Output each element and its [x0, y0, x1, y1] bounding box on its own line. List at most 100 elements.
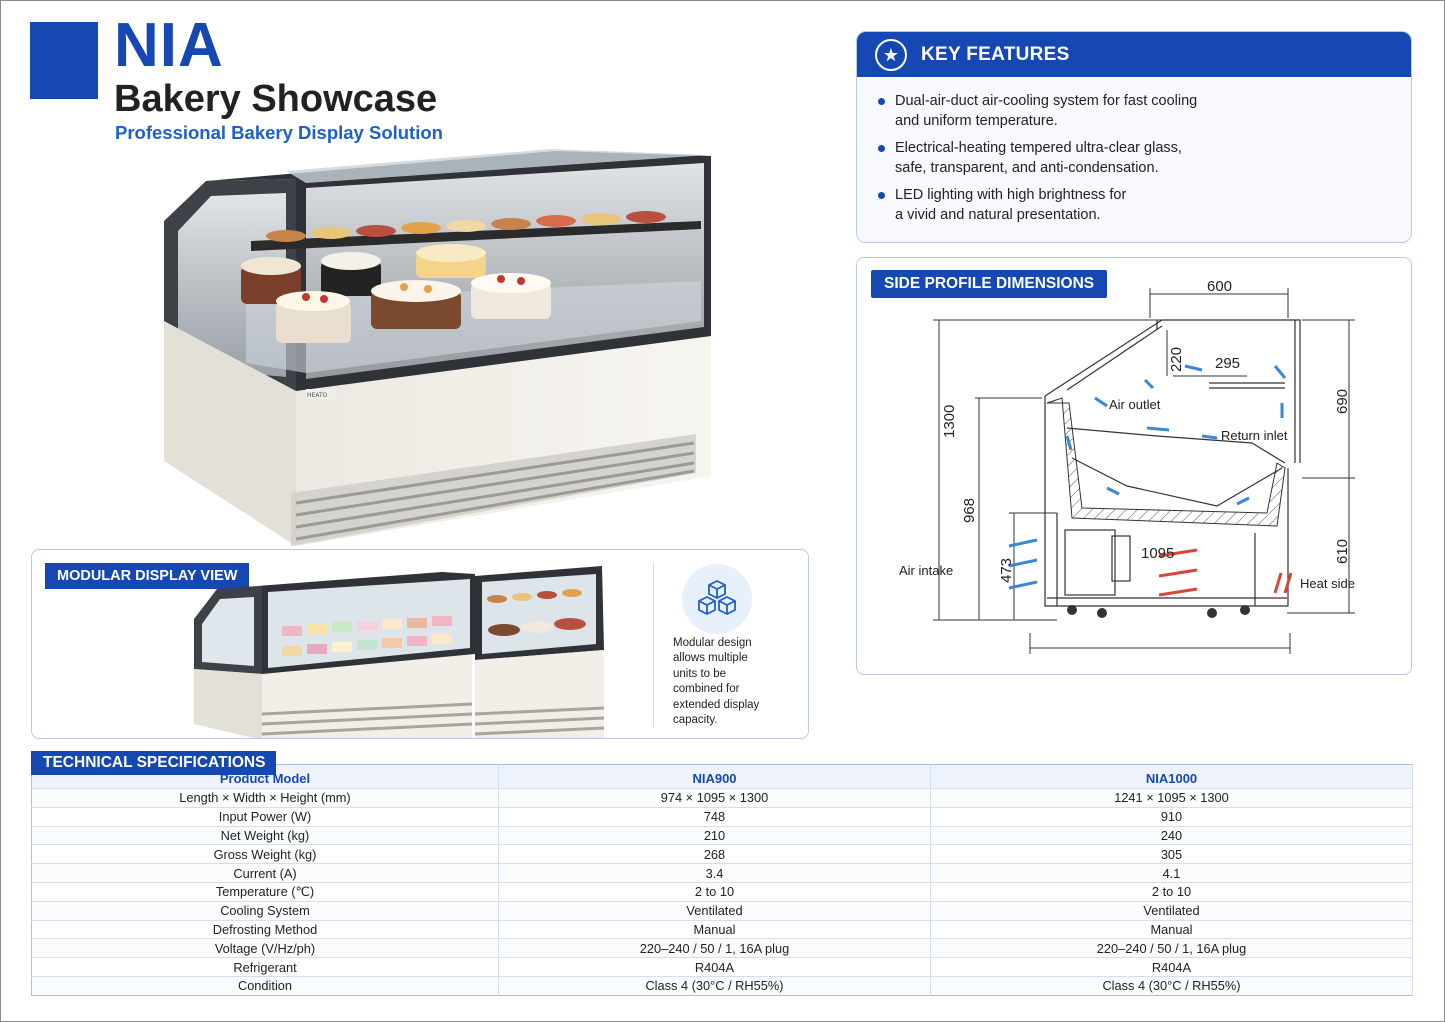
product-subtitle: Bakery Showcase [114, 78, 438, 120]
hero-brand-label: HEATO [307, 392, 328, 399]
dim-intake-height: 473 [998, 558, 1015, 583]
spec-value: 3.4 [498, 863, 931, 883]
brand-color-block [30, 22, 98, 99]
modular-display-title: MODULAR DISPLAY VIEW [45, 563, 250, 589]
spec-label: Gross Weight (kg) [31, 844, 499, 864]
feature-line: Dual-air-duct air-cooling system for fas… [895, 93, 1198, 109]
specs-header-cell: NIA1000 [930, 764, 1413, 789]
spec-value: Class 4 (30°C / RH55%) [498, 975, 931, 996]
table-row: Cooling System Ventilated Ventilated [31, 900, 1413, 921]
cubes-icon-graphic [698, 580, 736, 615]
spec-label: Length × Width × Height (mm) [31, 788, 499, 808]
spec-label: Current (A) [31, 863, 499, 883]
spec-value: 2 to 10 [930, 881, 1413, 902]
cake-row [241, 244, 551, 343]
spec-label: Condition [31, 975, 499, 996]
spec-value: 220–240 / 50 / 1, 16A plug [498, 938, 931, 958]
table-row: Refrigerant R404A R404A [31, 957, 1413, 977]
spec-value: R404A [498, 957, 931, 977]
spec-label: Refrigerant [31, 957, 499, 977]
feature-line: LED lighting with high brightness for [895, 187, 1127, 203]
modular-line: extended display [673, 698, 760, 711]
label-return-inlet: Return inlet [1221, 428, 1288, 443]
cake-trays [487, 589, 586, 636]
side-profile-diagram: 600 295 1095 1300 968 473 220 690 610 Ai… [899, 278, 1355, 654]
key-features-panel: ★ KEY FEATURES Dual-air-duct air-cooling… [856, 31, 1412, 243]
dim-shelf-depth: 295 [1215, 355, 1240, 372]
spec-label: Cooling System [31, 900, 499, 921]
product-tagline: Professional Bakery Display Solution [115, 122, 443, 143]
feature-line: and uniform temperature. [895, 113, 1058, 129]
spec-value: 2 to 10 [498, 881, 931, 902]
specs-header-cell: NIA900 [498, 764, 931, 789]
feature-line: Electrical-heating tempered ultra-clear … [895, 140, 1182, 156]
dim-upper-height: 690 [1334, 389, 1351, 414]
cubes-icon [682, 564, 752, 634]
modular-line: allows multiple [673, 652, 748, 665]
feature-line: a vivid and natural presentation. [895, 207, 1101, 223]
spec-value: 268 [498, 844, 931, 864]
key-features-list: Dual-air-duct air-cooling system for fas… [877, 91, 1397, 232]
modular-display-panel: MODULAR DISPLAY VIEW [31, 549, 809, 739]
pastry-row [266, 211, 666, 242]
modular-description: Modular design allows multiple units to … [673, 636, 785, 728]
spec-value: 210 [498, 825, 931, 845]
hero-showcase-image: HEATO [164, 149, 711, 546]
spec-value: R404A [930, 957, 1413, 977]
spec-value: Manual [930, 919, 1413, 939]
table-row: Length × Width × Height (mm) 974 × 1095 … [31, 788, 1413, 808]
spec-value: 305 [930, 844, 1413, 864]
dim-top-width: 600 [1207, 278, 1232, 295]
spec-value: Ventilated [498, 900, 931, 921]
side-profile-title: SIDE PROFILE DIMENSIONS [871, 270, 1108, 298]
spec-value: 4.1 [930, 863, 1413, 883]
modular-line: capacity. [673, 714, 718, 727]
spec-value: 910 [930, 806, 1413, 827]
table-row: Input Power (W) 748 910 [31, 806, 1413, 827]
key-features-header: ★ KEY FEATURES [857, 32, 1411, 77]
spec-value: 220–240 / 50 / 1, 16A plug [930, 938, 1413, 958]
specs-title: TECHNICAL SPECIFICATIONS [31, 751, 277, 775]
modular-line: units to be [673, 667, 727, 680]
feature-item: Dual-air-duct air-cooling system for fas… [877, 91, 1397, 131]
spec-label: Temperature (℃) [31, 881, 499, 902]
spec-value: Manual [498, 919, 931, 939]
table-row: Temperature (℃) 2 to 10 2 to 10 [31, 881, 1413, 902]
dim-lower-height: 610 [1334, 539, 1351, 564]
table-row: Gross Weight (kg) 268 305 [31, 844, 1413, 864]
gelato-trays [282, 616, 452, 656]
feature-line: safe, transparent, and anti-condensation… [895, 160, 1159, 176]
spec-label: Defrosting Method [31, 919, 499, 939]
table-row: Net Weight (kg) 210 240 [31, 825, 1413, 845]
modular-line: Modular design [673, 637, 752, 649]
key-features-title: KEY FEATURES [921, 43, 1070, 65]
spec-value: 748 [498, 806, 931, 827]
label-air-outlet: Air outlet [1109, 397, 1161, 412]
modular-line: combined for [673, 683, 740, 696]
spec-value: Class 4 (30°C / RH55%) [930, 975, 1413, 996]
spec-value: 240 [930, 825, 1413, 845]
dim-total-height: 1300 [941, 405, 958, 438]
modular-divider [653, 562, 654, 727]
side-profile-panel: 600 295 1095 1300 968 473 220 690 610 Ai… [856, 257, 1412, 675]
specs-table: Product Model NIA900 NIA1000 Length × Wi… [31, 764, 1413, 996]
table-row: Condition Class 4 (30°C / RH55%) Class 4… [31, 975, 1413, 996]
dim-glass-height: 220 [1168, 347, 1185, 372]
label-air-intake: Air intake [899, 563, 953, 578]
spec-value: 1241 × 1095 × 1300 [930, 788, 1413, 808]
label-heat-side: Heat side [1300, 576, 1355, 591]
spec-label: Net Weight (kg) [31, 825, 499, 845]
feature-item: Electrical-heating tempered ultra-clear … [877, 138, 1397, 178]
table-row: Defrosting Method Manual Manual [31, 919, 1413, 939]
modular-display-image [194, 566, 605, 738]
dim-counter-height: 968 [961, 498, 978, 523]
spec-value: 974 × 1095 × 1300 [498, 788, 931, 808]
feature-item: LED lighting with high brightness for a … [877, 185, 1397, 225]
spec-label: Input Power (W) [31, 806, 499, 827]
spec-value: Ventilated [930, 900, 1413, 921]
brand-name: NIA [114, 11, 224, 80]
dim-total-depth: 1095 [1141, 545, 1174, 562]
star-icon: ★ [875, 38, 907, 71]
table-row: Current (A) 3.4 4.1 [31, 863, 1413, 883]
table-row: Voltage (V/Hz/ph) 220–240 / 50 / 1, 16A … [31, 938, 1413, 958]
